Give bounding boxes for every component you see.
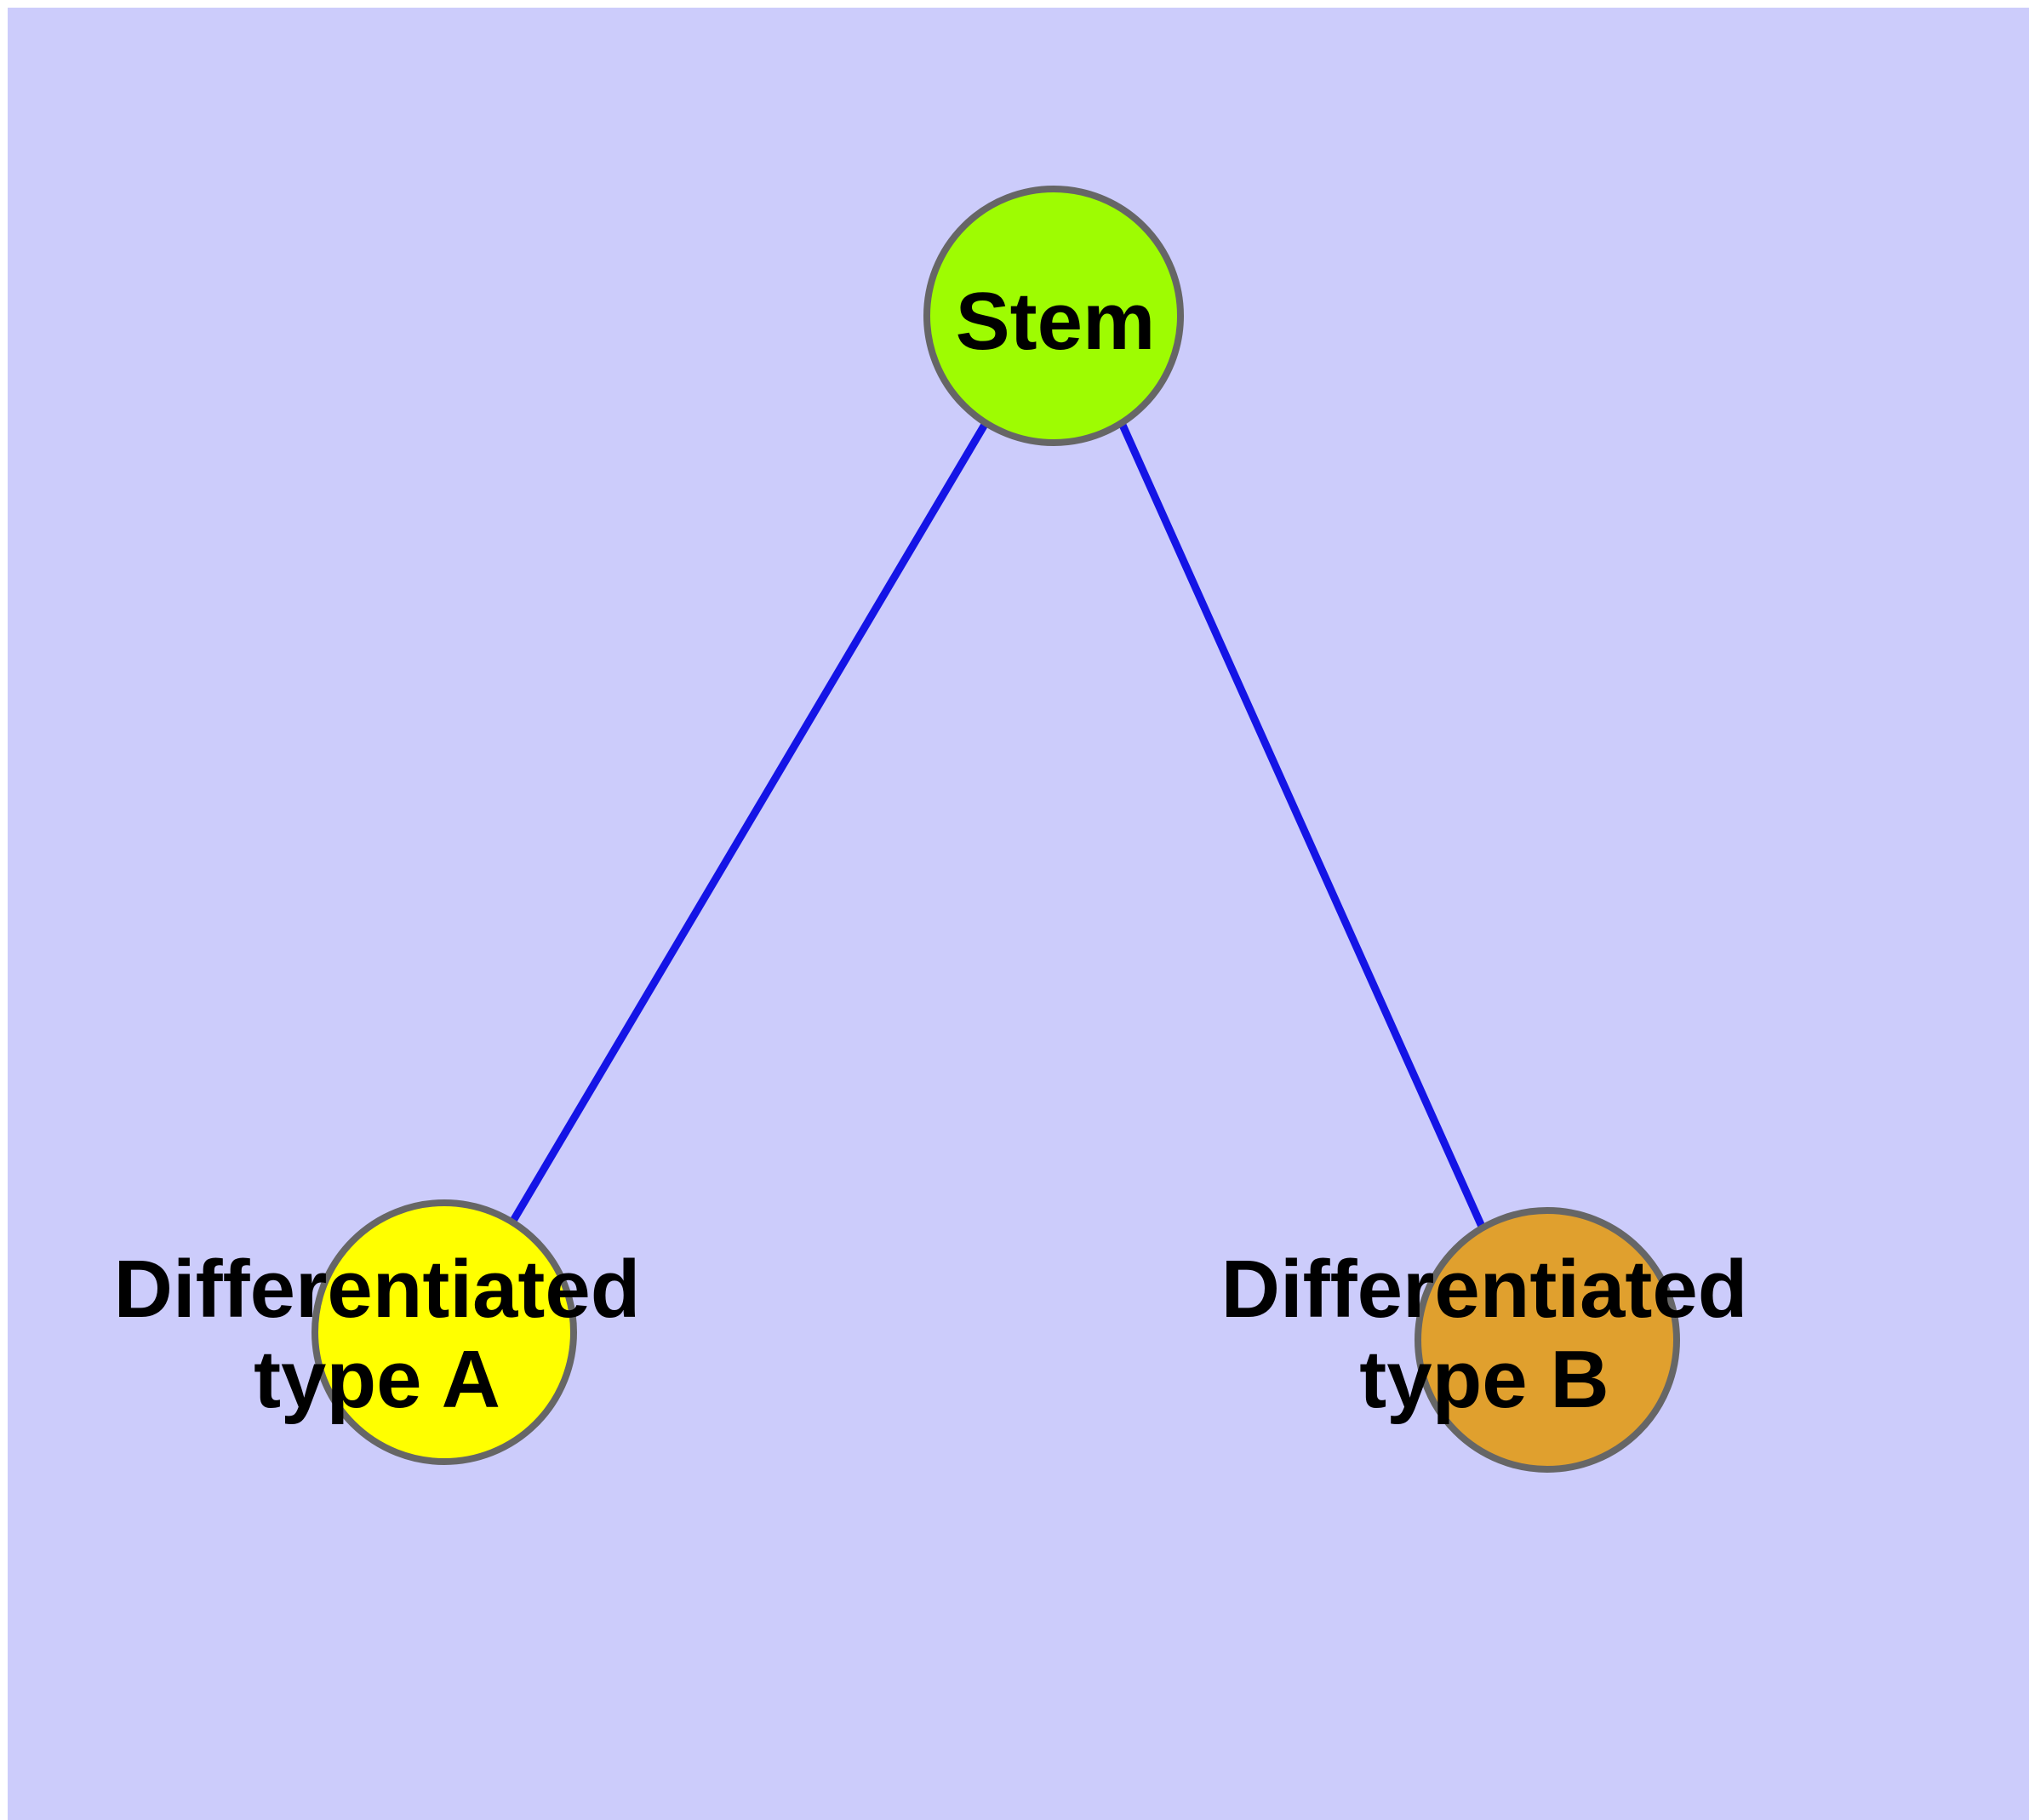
graph-node-label-line: Stem: [956, 276, 1156, 367]
nodes-layer: [311, 186, 1680, 1473]
graph-node-stem[interactable]: [923, 186, 1184, 446]
graph-node-label-line: type A: [254, 1334, 500, 1425]
graph-edge-stem-diff_a: [510, 421, 989, 1223]
edges-layer: [510, 421, 1487, 1230]
graph-node-label-stem: Stem: [956, 276, 1156, 367]
graph-node-diff_b[interactable]: [1415, 1207, 1680, 1473]
graph-node-diff_a[interactable]: [311, 1199, 577, 1465]
graph-node-label-line: Differentiated: [1221, 1244, 1748, 1335]
graph-node-label-line: type B: [1359, 1334, 1609, 1425]
graph-node-label-line: Differentiated: [114, 1244, 641, 1335]
graph-edge-stem-diff_b: [1117, 421, 1487, 1230]
